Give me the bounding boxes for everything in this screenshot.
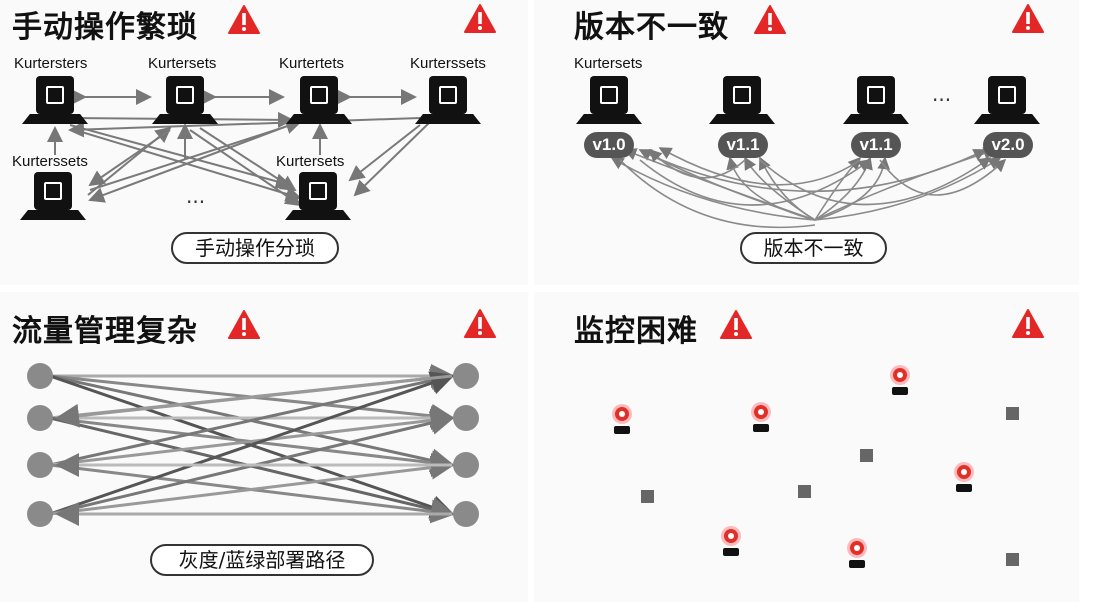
version-badge: v2.0 (983, 132, 1033, 158)
ellipsis: ... (186, 184, 206, 208)
node-label: Kurtersters (14, 55, 88, 72)
panel-title-version: 版本不一致 (574, 10, 729, 45)
caption-pill: 版本不一致 (740, 232, 887, 264)
server-icon (843, 76, 909, 128)
node-label: Kurtersets (574, 55, 643, 72)
version-badge: v1.0 (584, 132, 634, 158)
server-icon (974, 76, 1040, 128)
monitor-alert-nodes (612, 365, 974, 568)
server-icon (285, 172, 351, 224)
server-icon (709, 76, 775, 128)
node-label: Kurtertets (279, 55, 345, 72)
panel-title-manual-ops: 手动操作繁琐 (12, 10, 198, 45)
server-icon (286, 76, 352, 128)
version-badge: v1.1 (718, 132, 768, 158)
panel-title-traffic: 流量管理复杂 (12, 314, 198, 349)
node-label: Kurterssets (410, 55, 486, 72)
traffic-nodes (27, 363, 479, 527)
server-icon (415, 76, 481, 128)
server-icon (576, 76, 642, 128)
caption-pill: 手动操作分琐 (171, 232, 339, 264)
server-icon (22, 76, 88, 128)
node-label: Kurtersets (276, 153, 345, 170)
server-icon (152, 76, 218, 128)
node-label: Kurtersets (148, 55, 217, 72)
server-icon (20, 172, 86, 224)
ellipsis: ... (932, 82, 952, 106)
panel-title-monitoring: 监控困难 (574, 314, 698, 349)
node-label: Kurterssets (12, 153, 88, 170)
caption-pill: 灰度/蓝绿部署路径 (150, 544, 374, 576)
traffic-edges (49, 364, 455, 526)
manual-ops-edges (47, 89, 431, 207)
version-edges (610, 147, 1007, 229)
monitor-grey-squares (641, 407, 1019, 566)
version-badge: v1.1 (851, 132, 901, 158)
